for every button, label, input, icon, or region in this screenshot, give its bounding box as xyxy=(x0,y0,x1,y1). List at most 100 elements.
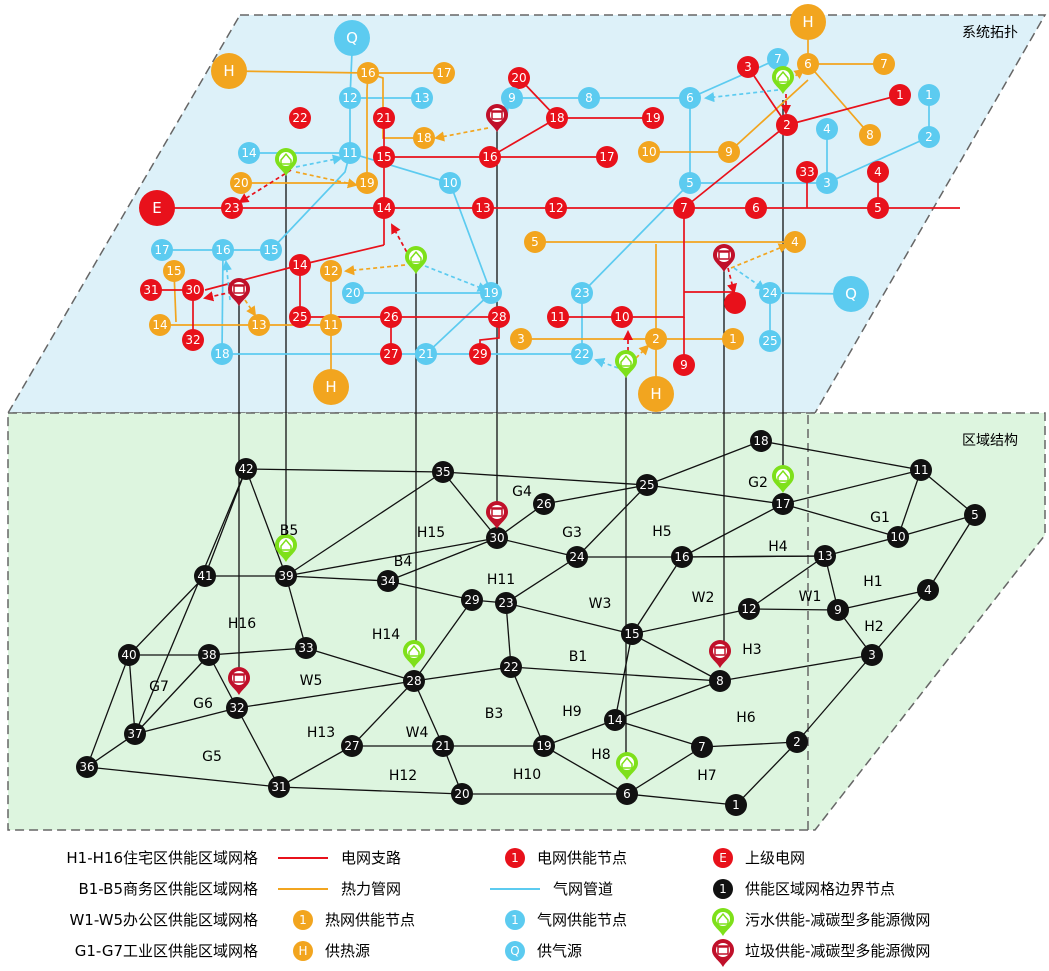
legend-item-10: 气网供能节点 xyxy=(537,911,627,929)
power-node-29-label: 29 xyxy=(472,347,487,361)
region-label-B1: B1 xyxy=(569,649,588,665)
region-label-H6: H6 xyxy=(736,710,756,726)
grid-edge xyxy=(626,793,737,806)
grid-edge xyxy=(543,745,628,795)
gas-node-19-label: 19 xyxy=(483,286,498,300)
grid-boundary-node-37-label: 37 xyxy=(127,727,142,741)
grid-edge xyxy=(236,707,280,788)
heat-node-10-label: 10 xyxy=(641,145,656,159)
heat-pipe xyxy=(728,79,809,153)
heat-node-7 xyxy=(873,53,895,75)
heat-node-15 xyxy=(163,260,185,282)
power-node-25 xyxy=(289,306,311,328)
grid-boundary-node-9 xyxy=(827,599,849,621)
region-label-H8: H8 xyxy=(591,747,610,763)
power-node-7-label: 7 xyxy=(680,201,688,215)
sewage-pin-core xyxy=(279,538,293,552)
grid-edge xyxy=(701,741,798,748)
power-node-33 xyxy=(796,161,818,183)
gas-node-17-label: 17 xyxy=(154,243,169,257)
sewage-house xyxy=(777,469,789,482)
power-node-32-label: 32 xyxy=(185,333,200,347)
gas-node-7 xyxy=(767,48,789,70)
legend-item-6-swatch-label: 1 xyxy=(299,913,307,927)
gas-node-11-label: 11 xyxy=(342,146,357,160)
power-node-16-label: 16 xyxy=(482,150,497,164)
region-label-H4: H4 xyxy=(768,539,788,555)
grid-edge xyxy=(614,633,633,721)
heat-node-13-label: 13 xyxy=(251,318,266,332)
grid-boundary-node-33-label: 33 xyxy=(298,641,313,655)
heat-source xyxy=(211,53,247,89)
power-node-31 xyxy=(140,279,162,301)
grid-boundary-node-41 xyxy=(194,565,216,587)
gas-source-label: Q xyxy=(845,285,857,303)
power-node-2 xyxy=(776,114,798,136)
grid-boundary-node-7-label: 7 xyxy=(698,740,706,754)
region-label-H7: H7 xyxy=(697,768,716,784)
grid-edge xyxy=(510,666,545,747)
heat-source xyxy=(313,369,349,405)
grid-boundary-node-32-label: 32 xyxy=(229,701,244,715)
power-node-1 xyxy=(889,84,911,106)
flow-arrow xyxy=(244,299,257,317)
flow-arrow xyxy=(733,267,766,291)
heat-pipe xyxy=(807,63,871,136)
grid-boundary-node-25-label: 25 xyxy=(639,478,654,492)
legend-item-11-swatch-label: Q xyxy=(510,944,519,958)
gas-node-21-label: 21 xyxy=(418,347,433,361)
grid-edge xyxy=(236,680,415,709)
grid-boundary-node-22-label: 22 xyxy=(503,660,518,674)
grid-edge xyxy=(748,555,826,610)
gas-node-16 xyxy=(212,239,234,261)
grid-boundary-node-35 xyxy=(432,461,454,483)
grid-edge xyxy=(837,589,929,611)
power-node-3-label: 3 xyxy=(744,60,752,74)
power-node-19 xyxy=(642,107,664,129)
power-node-12 xyxy=(545,197,567,219)
power-branch xyxy=(747,66,788,126)
grid-boundary-node-6-label: 6 xyxy=(623,787,631,801)
region-label-H13: H13 xyxy=(307,725,335,741)
grid-boundary-node-4 xyxy=(917,579,939,601)
power-node-21-label: 21 xyxy=(376,111,391,125)
power-node-28-label: 28 xyxy=(491,310,506,324)
legend-item-8: 电网供能节点 xyxy=(537,849,627,867)
garbage-bin xyxy=(491,508,503,517)
sewage-icon xyxy=(615,350,637,378)
gas-node-5 xyxy=(679,172,701,194)
gas-node-6 xyxy=(679,87,701,109)
heat-node-17 xyxy=(433,62,455,84)
heat-node-8 xyxy=(859,124,881,146)
heat-node-10 xyxy=(638,141,660,163)
grid-edge xyxy=(128,575,206,656)
gas-node-8 xyxy=(578,87,600,109)
heat-node-19 xyxy=(356,172,378,194)
grid-boundary-node-6 xyxy=(616,783,638,805)
power-node-22-label: 22 xyxy=(292,111,307,125)
heat-source xyxy=(790,4,826,40)
legend-item-4: 电网支路 xyxy=(341,849,401,867)
garbage-bin xyxy=(233,285,245,294)
grid-boundary-node-42 xyxy=(235,458,257,480)
grid-edge xyxy=(681,503,784,558)
heat-node-4-label: 4 xyxy=(791,235,799,249)
grid-boundary-node-40 xyxy=(118,644,140,666)
grid-edge xyxy=(285,537,498,577)
grid-edge xyxy=(86,654,130,768)
grid-edge xyxy=(646,484,784,505)
gas-node-18 xyxy=(211,343,233,365)
heat-node-17-label: 17 xyxy=(436,66,451,80)
grid-boundary-node-35-label: 35 xyxy=(435,465,450,479)
power-node-25-label: 25 xyxy=(292,310,307,324)
grid-boundary-node-16-label: 16 xyxy=(674,550,689,564)
power-node-1-label: 1 xyxy=(896,88,904,102)
grid-boundary-node-14 xyxy=(604,709,626,731)
gas-node-15-label: 15 xyxy=(263,243,278,257)
flow-arrow xyxy=(221,259,232,301)
grid-edge xyxy=(796,654,873,743)
grid-edge xyxy=(631,608,750,635)
power-source xyxy=(139,190,175,226)
flow-arrow xyxy=(635,344,650,359)
grid-boundary-node-30-label: 30 xyxy=(489,531,504,545)
